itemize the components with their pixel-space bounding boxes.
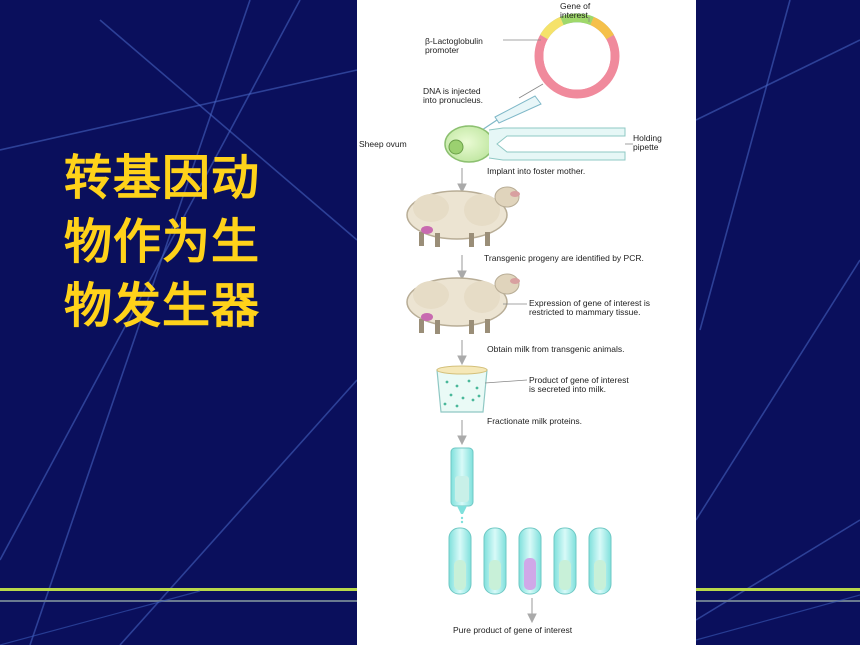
label-product-secreted-1: Product of gene of interest	[529, 375, 629, 385]
label-dna-injected-1: DNA is injected	[423, 86, 481, 96]
fraction-tube	[448, 527, 472, 595]
diagram-panel: Gene of interest β-Lactoglobulin promote…	[357, 0, 696, 645]
label-product-secreted-2: is secreted into milk.	[529, 384, 606, 394]
label-fractionate: Fractionate milk proteins.	[487, 416, 582, 426]
label-obtain-milk: Obtain milk from transgenic animals.	[487, 344, 625, 354]
label-implant: Implant into foster mother.	[487, 166, 586, 176]
label-promoter-1: β-Lactoglobulin	[425, 36, 483, 46]
title-line-2: 物作为生	[64, 214, 261, 270]
plasmid-ring	[534, 13, 620, 99]
milk-cup	[436, 365, 528, 413]
label-gene-of-interest-2: interest	[560, 10, 588, 20]
label-pure-product: Pure product of gene of interest	[453, 625, 573, 635]
chromatography-column	[450, 447, 474, 524]
title-line-1: 转基因动	[64, 150, 261, 206]
foster-sheep	[406, 186, 520, 247]
transgenic-process-diagram	[406, 13, 633, 624]
fraction-tube	[588, 527, 612, 595]
label-holding-pipette-1: Holding	[633, 133, 662, 143]
holding-pipette	[488, 127, 633, 161]
flow-arrows	[457, 168, 537, 624]
fraction-tubes	[448, 527, 612, 595]
label-expression-2: restricted to mammary tissue.	[529, 307, 641, 317]
label-gene-of-interest-1: Gene of	[560, 1, 591, 11]
label-dna-injected-2: into pronucleus.	[423, 95, 484, 105]
label-expression-1: Expression of gene of interest is	[529, 298, 650, 308]
title-line-3: 物发生器	[64, 278, 261, 334]
sheep-ovum	[444, 125, 494, 163]
transgenic-sheep	[406, 273, 527, 334]
fraction-tube	[483, 527, 507, 595]
fraction-tube-product	[518, 527, 542, 595]
label-promoter-2: promoter	[425, 45, 460, 55]
label-progeny: Transgenic progeny are identified by PCR…	[484, 253, 644, 263]
label-sheep-ovum: Sheep ovum	[359, 139, 407, 149]
label-holding-pipette-2: pipette	[633, 142, 659, 152]
fraction-tube	[553, 527, 577, 595]
slide-title: 转基因动 物作为生 物发生器	[64, 146, 324, 338]
